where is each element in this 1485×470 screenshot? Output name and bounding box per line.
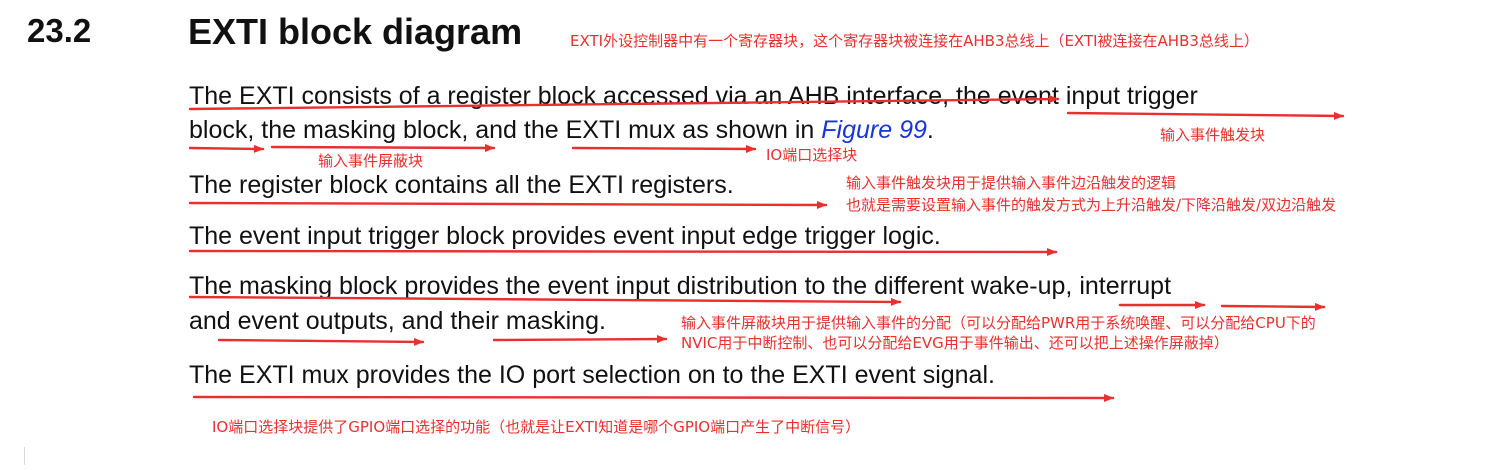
arrow-trigger-block [1066, 111, 1345, 120]
margin-tick [24, 447, 25, 465]
mux-note: IO端口选择块提供了GPIO端口选择的功能（也就是让EXTI知道是哪个GPIO端… [212, 418, 861, 436]
trigger-note-line-1: 输入事件触发块用于提供输入事件边沿触发的逻辑 [846, 174, 1177, 192]
paragraph-4-line-2: and event outputs, and their masking. [189, 307, 606, 335]
arrow-event-outputs [217, 337, 425, 346]
masking-note-line-1: 输入事件屏蔽块用于提供输入事件的分配（可以分配给PWR用于系统唤醒、可以分配给C… [681, 314, 1316, 332]
paragraph-3: The event input trigger block provides e… [189, 222, 941, 250]
paragraph-1-line-2: block, the masking block, and the EXTI m… [189, 114, 934, 146]
trigger-block-annotation: 输入事件触发块 [1160, 126, 1266, 144]
arrow-io-port-selection [192, 393, 1115, 402]
paragraph-1-text: block, the masking block, and the EXTI m… [189, 116, 822, 144]
masking-note-line-2: NVIC用于中断控制、也可以分配给EVG用于事件输出、还可以把上述操作屏蔽掉） [681, 334, 1229, 352]
paragraph-4-line-1: The masking block provides the event inp… [189, 272, 1172, 300]
arrow-block-word [188, 144, 265, 153]
arrow-masking-distribution [188, 295, 902, 306]
io-mux-annotation: IO端口选择块 [766, 146, 858, 164]
paragraph-5: The EXTI mux provides the IO port select… [189, 361, 995, 389]
arrow-masking-block [270, 143, 496, 152]
trigger-note-line-2: 也就是需要设置输入事件的触发方式为上升沿触发/下降沿触发/双边沿触发 [846, 196, 1337, 214]
section-title: EXTI block diagram [188, 11, 523, 52]
arrow-exti-mux [571, 144, 757, 153]
title-annotation: EXTI外设控制器中有一个寄存器块，这个寄存器块被连接在AHB3总线上（EXTI… [570, 32, 1259, 50]
paragraph-1-period: . [926, 116, 934, 144]
masking-block-annotation: 输入事件屏蔽块 [318, 152, 424, 170]
arrow-edge-trigger [188, 247, 1058, 256]
paragraph-2: The register block contains all the EXTI… [189, 171, 734, 199]
arrow-interrupt [1220, 302, 1326, 311]
figure-99-link[interactable]: Figure 99 [821, 116, 927, 144]
section-number: 23.2 [27, 12, 92, 49]
arrow-register-contains [188, 200, 828, 209]
arrow-register-block [188, 95, 1060, 111]
arrow-their-masking [492, 335, 668, 344]
paragraph-1-line-1: The EXTI consists of a register block ac… [189, 82, 1198, 110]
